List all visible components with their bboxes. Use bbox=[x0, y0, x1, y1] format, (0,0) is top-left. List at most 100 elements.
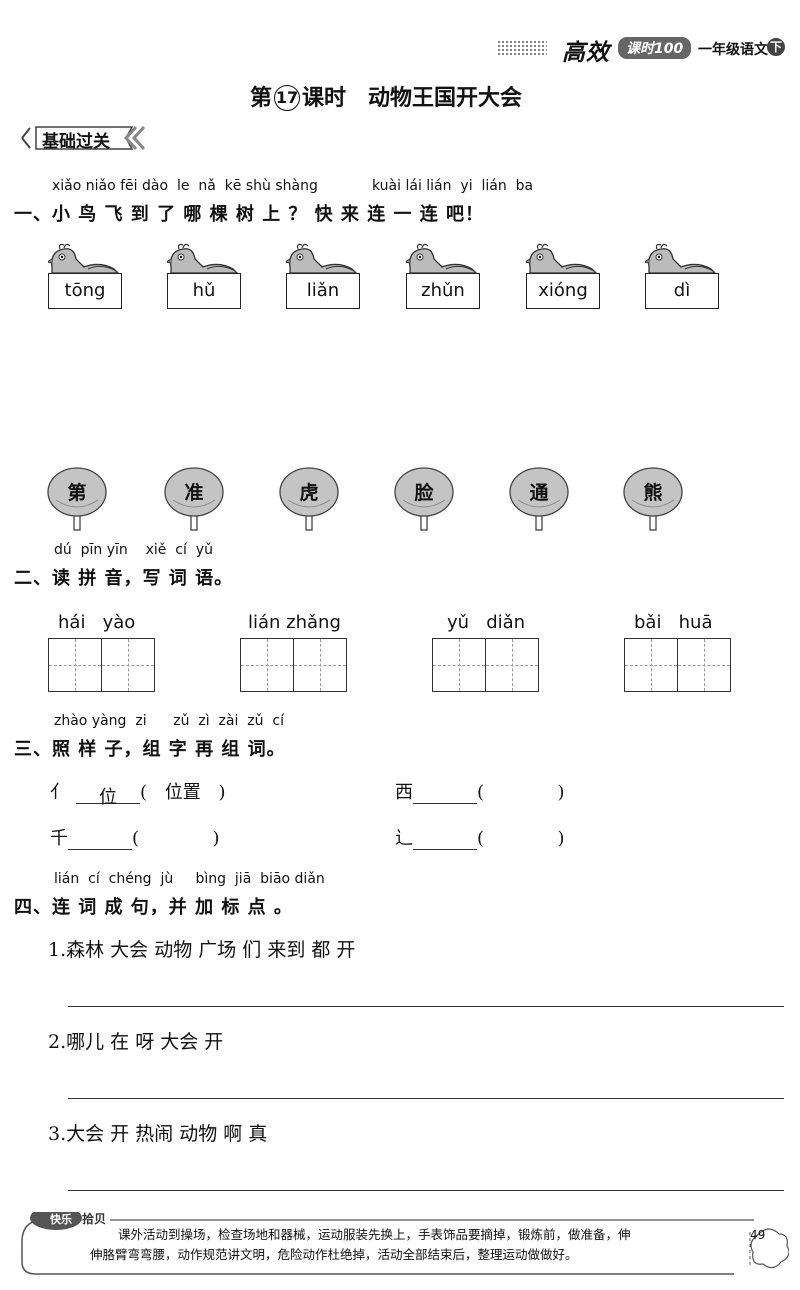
section-tag-label: 基础过关 bbox=[42, 132, 110, 152]
tianzige-cell[interactable] bbox=[676, 638, 731, 692]
footer-label-a: 快乐 bbox=[50, 1213, 72, 1226]
tianzige bbox=[432, 638, 539, 692]
bird-card[interactable]: dì bbox=[645, 243, 719, 311]
q4-answer-line-2[interactable] bbox=[68, 1098, 784, 1099]
tree-icon bbox=[509, 467, 569, 531]
q3-radical: 亻 bbox=[50, 782, 68, 803]
page-number: 49 bbox=[750, 1228, 766, 1242]
tree-icon bbox=[279, 467, 339, 531]
bird-card[interactable]: xióng bbox=[526, 243, 600, 311]
lesson-prefix: 第 bbox=[250, 86, 273, 111]
bird-icon bbox=[48, 243, 120, 274]
bird-card[interactable]: tōng bbox=[48, 243, 122, 311]
grid-pinyin: yǔ diǎn bbox=[447, 612, 526, 633]
q4-answer-line-3[interactable] bbox=[68, 1190, 784, 1191]
bird-pinyin: dì bbox=[645, 273, 719, 309]
series-title: 高效 bbox=[562, 40, 610, 66]
q2-pinyin: dú pīn yīn xiě cí yǔ bbox=[54, 542, 213, 558]
bird-pinyin: tōng bbox=[48, 273, 122, 309]
q3-pinyin: zhào yàng zi zǔ zì zài zǔ cí bbox=[54, 713, 284, 729]
bird-pinyin: xióng bbox=[526, 273, 600, 309]
q3-radical: 千 bbox=[50, 828, 68, 849]
tianzige-cell[interactable] bbox=[432, 638, 486, 692]
tianzige-cell[interactable] bbox=[484, 638, 539, 692]
q3-answer-blank[interactable] bbox=[413, 783, 477, 804]
tianzige-cell[interactable] bbox=[292, 638, 347, 692]
bird-pinyin: liǎn bbox=[286, 273, 360, 309]
grid-pinyin: lián zhǎng bbox=[248, 612, 341, 633]
footer-label-b: 拾贝 bbox=[82, 1212, 107, 1226]
tree-card[interactable]: 熊 bbox=[622, 466, 692, 536]
bird-pinyin: hǔ bbox=[167, 273, 241, 309]
bird-icon bbox=[406, 243, 478, 274]
bird-card[interactable]: hǔ bbox=[167, 243, 241, 311]
tianzige-cell[interactable] bbox=[624, 638, 678, 692]
tree-character: 虎 bbox=[299, 482, 319, 504]
bird-icon bbox=[645, 243, 717, 274]
footer-line-1: 课外活动到操场，检查场地和器械，运动服装先换上，手表饰品要摘掉，锻炼前，做准备，… bbox=[118, 1227, 631, 1242]
q4-pinyin: lián cí chéng jù bìng jiā biāo diǎn bbox=[54, 871, 325, 887]
tianzige bbox=[240, 638, 347, 692]
tree-character: 脸 bbox=[414, 482, 434, 504]
tianzige-cell[interactable] bbox=[48, 638, 102, 692]
lesson-suffix: 课时 bbox=[302, 86, 347, 111]
tree-icon bbox=[164, 467, 224, 531]
q4-title: 四、连 词 成 句，并 加 标 点 。 bbox=[14, 897, 293, 918]
q3-answer-blank[interactable] bbox=[413, 829, 477, 850]
bird-icon bbox=[526, 243, 598, 274]
tree-card[interactable]: 虎 bbox=[278, 466, 348, 536]
q4-answer-line-1[interactable] bbox=[68, 1006, 784, 1007]
tianzige bbox=[48, 638, 155, 692]
tianzige bbox=[624, 638, 731, 692]
lesson-number: 17 bbox=[274, 85, 301, 111]
tree-character: 熊 bbox=[643, 482, 663, 504]
series-badge: 课时100 bbox=[618, 37, 692, 59]
q1-pinyin-a: xiǎo niǎo fēi dào le nǎ kē shù shàng bbox=[52, 178, 318, 194]
tree-character: 准 bbox=[184, 482, 204, 504]
tag-frame-icon bbox=[21, 125, 146, 151]
q3-row-2: 西( ) bbox=[395, 782, 565, 804]
tree-character: 通 bbox=[529, 482, 549, 504]
tree-card[interactable]: 通 bbox=[508, 466, 578, 536]
header-dots-decoration bbox=[497, 40, 547, 56]
q3-row-4: 辶( ) bbox=[395, 828, 565, 850]
bird-card[interactable]: zhǔn bbox=[406, 243, 480, 311]
q3-answer-blank[interactable] bbox=[68, 829, 132, 850]
grade-label: 一年级语文 bbox=[698, 42, 768, 58]
q3-word: 位置 bbox=[164, 782, 201, 803]
bird-card[interactable]: liǎn bbox=[286, 243, 360, 311]
tree-card[interactable]: 第 bbox=[46, 466, 116, 536]
grid-pinyin: hái yào bbox=[58, 612, 136, 633]
lesson-name: 动物王国开大会 bbox=[368, 86, 523, 111]
q4-sentence-1: 1.森林 大会 动物 广场 们 来到 都 开 bbox=[48, 939, 356, 961]
q1-title: 一、小 鸟 飞 到 了 哪 棵 树 上 ？ 快 来 连 一 连 吧！ bbox=[14, 204, 484, 225]
tree-icon bbox=[394, 467, 454, 531]
tree-card[interactable]: 准 bbox=[163, 466, 233, 536]
q3-row-1: 亻位( 位置 ) bbox=[50, 778, 226, 808]
q3-answer-blank[interactable]: 位 bbox=[76, 783, 140, 808]
tree-card[interactable]: 脸 bbox=[393, 466, 463, 536]
q4-sentence-3: 3.大会 开 热闹 动物 啊 真 bbox=[48, 1123, 268, 1145]
q3-title: 三、照 样 子，组 字 再 组 词。 bbox=[14, 739, 286, 760]
tianzige-cell[interactable] bbox=[240, 638, 294, 692]
bird-icon bbox=[286, 243, 358, 274]
q3-radical: 西 bbox=[395, 782, 413, 803]
bird-icon bbox=[167, 243, 239, 274]
tree-character: 第 bbox=[67, 482, 87, 504]
footer-frame bbox=[21, 1212, 789, 1275]
q4-sentence-2: 2.哪儿 在 呀 大会 开 bbox=[48, 1031, 224, 1053]
tree-icon bbox=[47, 467, 107, 531]
q2-title: 二、读 拼 音，写 词 语。 bbox=[14, 568, 234, 589]
footer-text: 课外活动到操场，检查场地和器械，运动服装先换上，手表饰品要摘掉，锻炼前，做准备，… bbox=[90, 1225, 708, 1265]
footer-label: 快乐拾贝 bbox=[50, 1210, 106, 1227]
q1-pinyin-b: kuài lái lián yi lián ba bbox=[372, 178, 534, 194]
grid-pinyin: bǎi huā bbox=[634, 612, 713, 633]
q3-row-3: 千( ) bbox=[50, 828, 220, 850]
footer-line-2: 伸胳臂弯弯腰，动作规范讲文明，危险动作杜绝掉，活动全部结束后，整理运动做做好。 bbox=[90, 1247, 578, 1262]
q3-radical: 辶 bbox=[395, 828, 413, 849]
tree-icon bbox=[623, 467, 683, 531]
bird-pinyin: zhǔn bbox=[406, 273, 480, 309]
volume-badge: 下 bbox=[767, 38, 785, 56]
tianzige-cell[interactable] bbox=[100, 638, 155, 692]
